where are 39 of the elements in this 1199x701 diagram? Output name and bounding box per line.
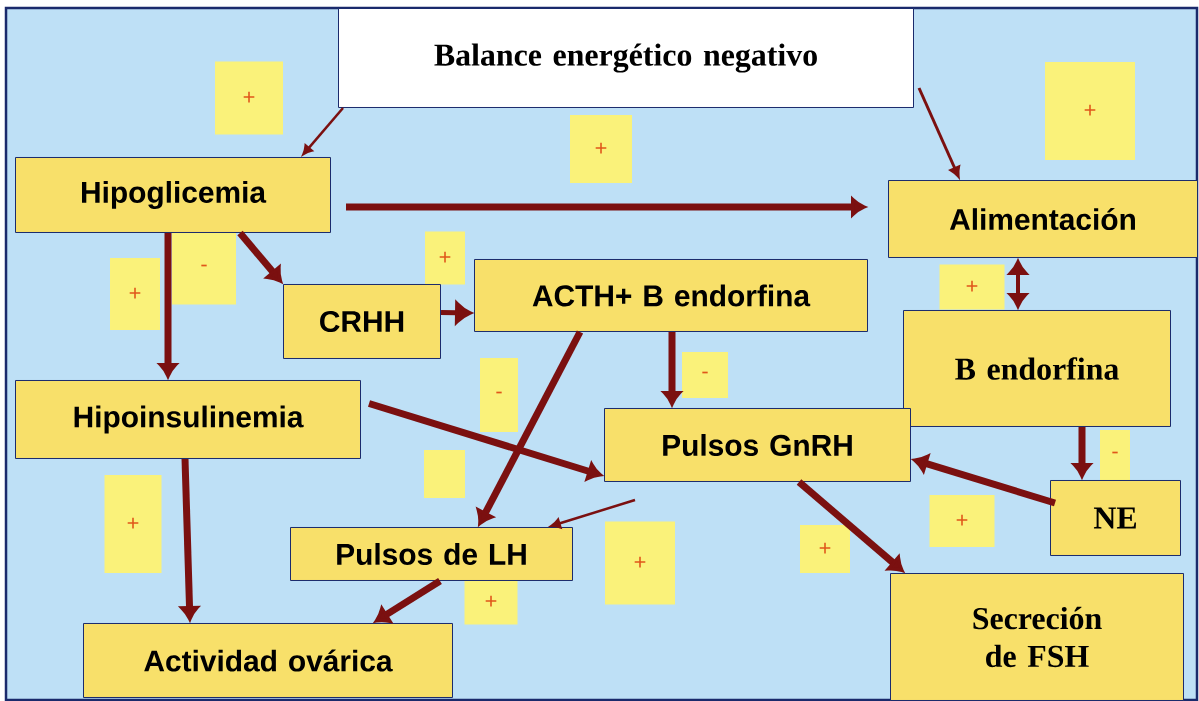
process-box: B endorfina <box>903 310 1171 427</box>
arrow <box>796 479 904 573</box>
process-box: Hipoglicemia <box>15 157 331 233</box>
arrow <box>180 458 199 621</box>
arrow <box>440 301 472 324</box>
arrow <box>302 107 344 156</box>
sign-patch: - <box>172 231 236 305</box>
arrow <box>368 400 602 481</box>
process-box: Pulsos GnRH <box>604 408 911 482</box>
arrow <box>913 454 1057 507</box>
process-box: Pulsos de LH <box>290 527 573 581</box>
arrow <box>917 87 961 178</box>
process-box: ACTH+ B endorfina <box>474 259 868 332</box>
sign-patch: - <box>682 352 728 398</box>
sign-patch: + <box>570 115 632 183</box>
arrow <box>1008 260 1028 308</box>
sign-patch: + <box>425 231 465 285</box>
process-box: NE <box>1050 480 1181 556</box>
process-box: CRHH <box>283 284 441 359</box>
sign-patch: - <box>480 358 518 432</box>
process-box: Secreción de FSH <box>890 573 1184 701</box>
sign-patch: + <box>605 521 675 605</box>
sign-patch: + <box>110 258 160 330</box>
sign-patch: + <box>1045 62 1135 160</box>
sign-patch: + <box>104 475 162 573</box>
arrow <box>374 578 442 624</box>
sign-patch: + <box>939 264 1005 310</box>
sign-patch: + <box>800 525 850 573</box>
arrow <box>237 230 283 283</box>
sign-patch: + <box>929 495 995 547</box>
title-box: Balance energético negativo <box>338 8 914 108</box>
sign-patch: - <box>1100 430 1130 480</box>
process-box: Hipoinsulinemia <box>15 380 361 459</box>
process-box: Actividad ovárica <box>83 623 453 698</box>
arrow <box>476 330 584 526</box>
sign-patch: + <box>464 579 518 625</box>
process-box: Alimentación <box>888 180 1198 258</box>
sign-patch: + <box>215 61 283 135</box>
arrow <box>550 498 636 529</box>
